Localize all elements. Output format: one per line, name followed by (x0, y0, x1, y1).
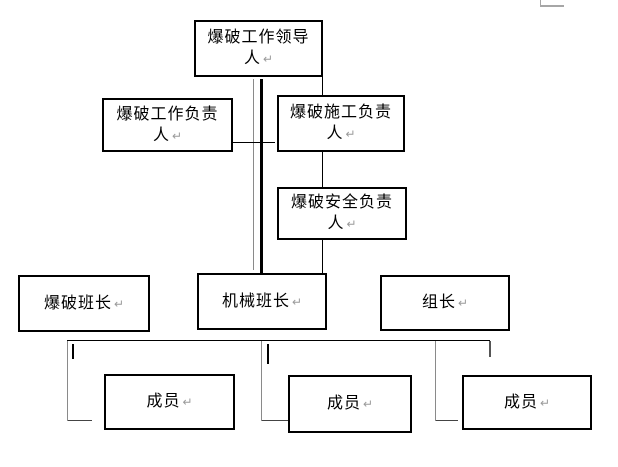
box-leader: 爆破工作领导 人↵ (194, 20, 323, 77)
box-member-2: 成员↵ (288, 375, 412, 433)
return-mark: ↵ (457, 296, 469, 310)
box-label-line: 爆破工作负责 (116, 105, 219, 123)
box-label-line: 人↵ (326, 125, 356, 142)
box-blasting-foreman: 爆破班长↵ (18, 275, 150, 332)
connector-elbow-member-1 (68, 420, 92, 421)
return-mark: ↵ (113, 296, 125, 311)
box-label-line: 人↵ (243, 50, 274, 67)
return-mark: ↵ (539, 395, 551, 410)
connector-trunk-gray-line (253, 79, 254, 270)
box-label-line: 成员↵ (326, 395, 374, 412)
box-label-line: 组长↵ (421, 294, 469, 311)
connector-drop-member-3 (435, 341, 436, 421)
return-mark: ↵ (345, 127, 356, 141)
connector-drop-member-2 (261, 341, 262, 421)
return-mark: ↵ (262, 52, 274, 66)
box-group-leader: 组长↵ (380, 275, 510, 331)
box-label-line: 爆破安全负责 (290, 194, 393, 211)
box-work-manager: 爆破工作负责 人↵ (102, 98, 233, 152)
box-member-3: 成员↵ (462, 375, 592, 430)
box-machinery-foreman: 机械班长↵ (197, 273, 327, 330)
box-label-line: 爆破班长↵ (43, 294, 125, 312)
connector-elbow-member-3 (436, 420, 458, 421)
connector-work-manager-horizontal (233, 142, 275, 143)
return-mark: ↵ (182, 395, 193, 409)
table-border-artifact-horizontal (540, 5, 564, 7)
box-safety-manager: 爆破安全负责 人↵ (277, 187, 407, 240)
box-label-line: 成员↵ (503, 393, 551, 411)
box-member-1: 成员↵ (104, 374, 235, 430)
table-border-artifact-vertical (540, 0, 541, 6)
box-label-line: 机械班长↵ (221, 292, 303, 310)
connector-elbow-member-2 (262, 420, 288, 421)
connector-tick-2 (267, 344, 269, 364)
connector-members-row-horizontal (67, 340, 490, 341)
return-mark: ↵ (362, 397, 374, 411)
return-mark: ↵ (171, 128, 183, 143)
connector-construction-to-safety (322, 152, 323, 187)
return-mark: ↵ (291, 294, 303, 309)
box-label-line: 人↵ (152, 126, 183, 144)
connector-trunk-black-line (260, 79, 263, 281)
connector-drop-member-1 (67, 341, 68, 421)
connector-leader-to-construction (322, 77, 323, 95)
box-label-line: 人↵ (327, 215, 357, 232)
connector-safety-to-machinery (322, 240, 323, 275)
connector-tick-1 (72, 344, 74, 359)
return-mark: ↵ (346, 217, 357, 231)
box-construction-manager: 爆破施工负责 人↵ (277, 95, 405, 152)
box-label-line: 成员↵ (146, 393, 193, 410)
box-label-line: 爆破工作领导 (207, 29, 310, 46)
box-label-line: 爆破施工负责 (289, 104, 392, 121)
connector-row-end-hook (489, 341, 491, 357)
